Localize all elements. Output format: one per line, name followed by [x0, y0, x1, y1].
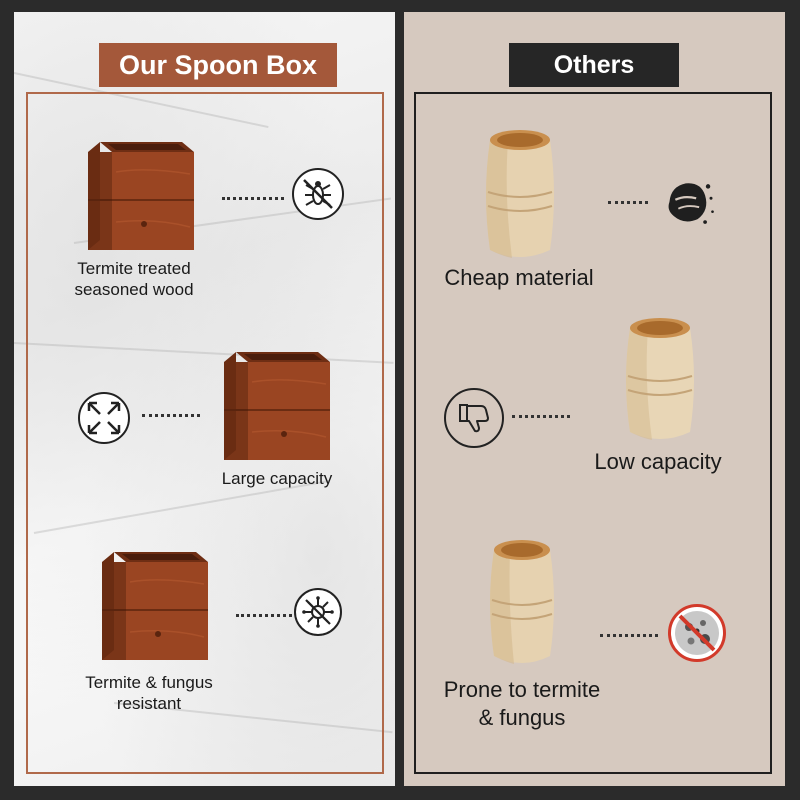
feature-label-line2: resistant [116, 694, 182, 714]
wooden-cup-image [622, 312, 698, 448]
drawback-label: Low capacity [578, 448, 738, 476]
connector-dots [608, 201, 648, 204]
wooden-box-image [86, 132, 198, 252]
wooden-cup-image [486, 534, 558, 672]
feature-label-line2: seasoned wood [74, 280, 194, 300]
connector-dots [512, 415, 570, 418]
wooden-cup-image [482, 122, 558, 268]
connector-dots [142, 414, 200, 417]
others-panel: Others Cheap material [404, 12, 785, 786]
drawback-label-line1: Cheap material [444, 265, 594, 290]
thumbs-down-icon [444, 388, 504, 448]
drawback-label-line1: Prone to termite [443, 677, 601, 702]
wooden-box-image [100, 542, 212, 662]
our-spoon-box-frame [26, 92, 384, 774]
drawback-label-line2: & fungus [478, 704, 566, 730]
feature-label-line1: Termite treated [77, 259, 191, 278]
drawback-label: Prone to termite & fungus [424, 676, 620, 731]
our-spoon-box-panel: Our Spoon Box Termite treated seasoned w… [14, 12, 395, 786]
connector-dots [222, 197, 284, 200]
expand-arrows-icon [78, 392, 130, 444]
feature-label: Termite & fungus resistant [64, 672, 234, 715]
feature-label-line1: Termite & fungus [85, 673, 213, 692]
ink-splash-icon [662, 176, 714, 228]
connector-dots [600, 634, 658, 637]
others-frame [414, 92, 772, 774]
connector-dots [236, 614, 292, 617]
fungus-prohibited-icon [668, 604, 726, 662]
no-termite-icon [292, 168, 344, 220]
drawback-label-line1: Low capacity [594, 449, 722, 474]
wooden-box-image [222, 342, 334, 462]
no-fungus-icon [294, 588, 342, 636]
feature-label: Termite treated seasoned wood [54, 258, 214, 301]
others-title: Others [509, 43, 679, 87]
feature-label-line1: Large capacity [221, 469, 333, 488]
feature-label: Large capacity [204, 468, 350, 489]
our-spoon-box-title: Our Spoon Box [99, 43, 337, 87]
drawback-label: Cheap material [424, 264, 614, 292]
